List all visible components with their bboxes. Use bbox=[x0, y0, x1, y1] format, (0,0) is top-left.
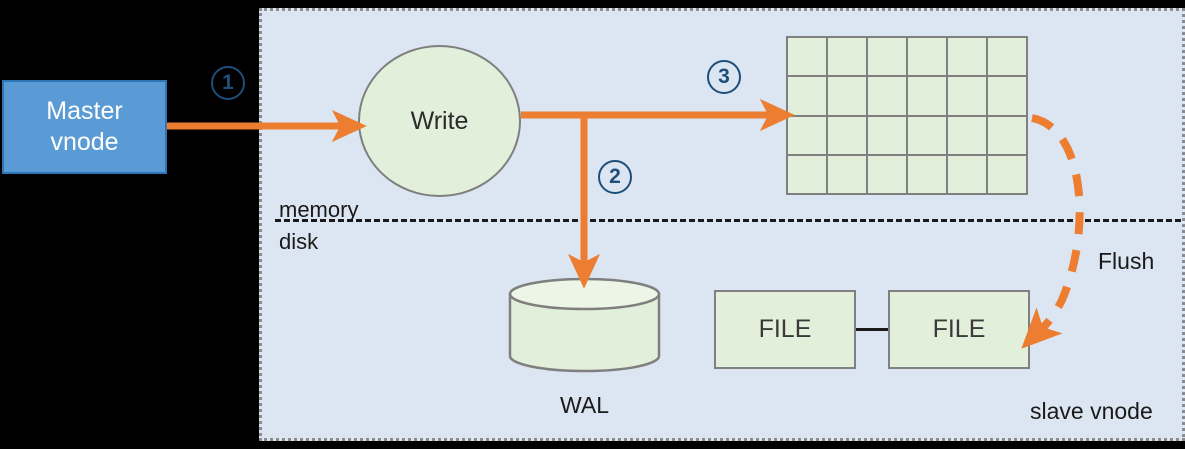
grid-cell bbox=[788, 155, 826, 193]
wal-label: WAL bbox=[560, 392, 609, 418]
grid-cell bbox=[828, 38, 866, 76]
grid-cell bbox=[908, 155, 946, 193]
cylinder-shape bbox=[508, 277, 661, 373]
grid-cell bbox=[948, 155, 986, 193]
step-badge-1: 1 bbox=[211, 66, 245, 100]
slave-vnode-label: slave vnode bbox=[1030, 398, 1153, 424]
grid-cell bbox=[908, 38, 946, 76]
grid-cell bbox=[788, 38, 826, 76]
grid-cell bbox=[788, 77, 826, 115]
wal-cylinder bbox=[508, 277, 661, 373]
master-vnode-label-line2: vnode bbox=[50, 128, 119, 156]
disk-label: disk bbox=[279, 229, 319, 254]
step-badge-1-number: 1 bbox=[222, 71, 234, 94]
memtable-grid bbox=[786, 36, 1028, 195]
file-connector-line bbox=[856, 328, 888, 331]
grid-cell bbox=[868, 116, 906, 154]
grid-cell bbox=[948, 77, 986, 115]
grid-cell bbox=[908, 116, 946, 154]
step-badge-2: 2 bbox=[598, 160, 632, 194]
grid-cell bbox=[948, 38, 986, 76]
file-box-1-label: FILE bbox=[758, 315, 812, 343]
grid-cell bbox=[908, 77, 946, 115]
grid-cell bbox=[988, 155, 1026, 193]
memory-label: memory bbox=[279, 197, 359, 222]
step-badge-2-number: 2 bbox=[609, 165, 621, 188]
grid-cell bbox=[868, 77, 906, 115]
grid-cell bbox=[988, 77, 1026, 115]
grid-cell bbox=[788, 116, 826, 154]
step-badge-3: 3 bbox=[707, 60, 741, 94]
grid-cell bbox=[988, 116, 1026, 154]
grid-cell bbox=[828, 77, 866, 115]
container-right-border bbox=[1182, 8, 1185, 441]
grid-cell bbox=[868, 155, 906, 193]
write-circle[interactable]: Write bbox=[358, 45, 521, 197]
grid-cell bbox=[988, 38, 1026, 76]
grid-cell bbox=[828, 116, 866, 154]
file-box-2-label: FILE bbox=[932, 315, 986, 343]
grid-cell bbox=[868, 38, 906, 76]
file-box-2[interactable]: FILE bbox=[888, 290, 1030, 369]
master-vnode-label-line1: Master bbox=[46, 97, 123, 125]
flush-label: Flush bbox=[1098, 248, 1155, 274]
grid-cell bbox=[948, 116, 986, 154]
file-box-1[interactable]: FILE bbox=[714, 290, 856, 369]
master-vnode-box[interactable]: Master vnode bbox=[2, 80, 167, 174]
step-badge-3-number: 3 bbox=[718, 65, 730, 88]
memory-disk-divider bbox=[275, 219, 1181, 222]
write-label: Write bbox=[410, 106, 469, 135]
grid-cell bbox=[828, 155, 866, 193]
